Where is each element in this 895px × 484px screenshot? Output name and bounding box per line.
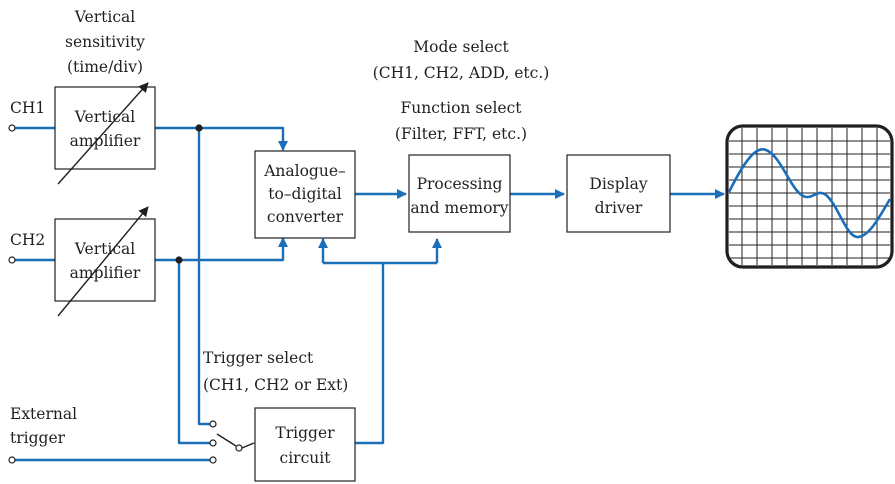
trigger-out-wire: [355, 263, 385, 445]
vertical-sensitivity-annotation: Vertical sensitivity (time/div): [65, 8, 145, 76]
display-driver-block: Display driver: [566, 154, 671, 233]
trigger-select-annotation: Trigger select (CH1, CH2 or Ext): [203, 349, 348, 394]
vertical-amplifier-2-label-line1: Vertical: [74, 240, 135, 258]
vertical-sensitivity-line1: Vertical: [74, 8, 135, 26]
ch1-terminal: [8, 124, 16, 132]
ch1-junction-dot: [195, 124, 203, 132]
adc-label-line2: to–digital: [268, 185, 342, 203]
vertical-sensitivity-line2: sensitivity: [65, 33, 145, 51]
display-driver-label-line1: Display: [589, 175, 647, 193]
ch2-to-adc-wire: [155, 237, 288, 262]
processing-memory-block: Processing and memory: [408, 154, 511, 233]
adc-label-line1: Analogue–: [263, 162, 346, 180]
vertical-amplifier-1-label-line1: Vertical: [74, 108, 135, 126]
signal-wires: [14, 126, 725, 462]
mode-select-line2: (CH1, CH2, ADD, etc.): [373, 64, 550, 82]
vertical-amplifier-2-label-line2: amplifier: [70, 264, 141, 282]
vertical-amplifier-1-block: Vertical amplifier: [54, 86, 156, 170]
oscilloscope-screen-icon: [725, 124, 894, 269]
ch1-to-adc-wire: [155, 126, 288, 151]
ch2-terminal: [8, 256, 16, 264]
trigger-circuit-label-line2: circuit: [280, 449, 332, 467]
processing-label-line1: Processing: [417, 175, 503, 193]
function-select-annotation: Function select (Filter, FFT, etc.): [395, 99, 527, 143]
display-driver-label-line2: driver: [595, 199, 643, 217]
trigger-select-line2: (CH1, CH2 or Ext): [203, 376, 348, 394]
trigger-selector-switch-icon: [209, 420, 255, 464]
external-trigger-label-line1: External: [10, 405, 77, 423]
screen-graticule: [729, 128, 890, 265]
adc-block: Analogue– to–digital converter: [254, 150, 356, 239]
ch1-label: CH1: [10, 99, 45, 117]
screen-waveform: [727, 148, 892, 239]
vertical-sensitivity-line3: (time/div): [67, 58, 143, 76]
adc-label-line3: converter: [267, 208, 344, 226]
function-select-line1: Function select: [401, 99, 523, 117]
trigger-circuit-label-line1: Trigger: [275, 424, 335, 442]
vertical-sensitivity-arrow-2-icon: [57, 206, 149, 317]
vertical-amplifier-1-label-line2: amplifier: [70, 132, 141, 150]
processing-label-line2: and memory: [410, 199, 508, 217]
ch2-junction-dot: [175, 256, 183, 264]
ch2-label: CH2: [10, 231, 45, 249]
trigger-circuit-block: Trigger circuit: [254, 407, 356, 482]
function-select-line2: (Filter, FFT, etc.): [395, 125, 527, 143]
external-trigger-terminal: [8, 456, 16, 464]
vertical-sensitivity-arrow-1-icon: [57, 82, 149, 185]
ch1-trigger-tap-wire: [197, 128, 211, 426]
ch2-trigger-tap-wire: [177, 260, 211, 445]
trigger-select-line1: Trigger select: [203, 349, 314, 367]
mode-select-annotation: Mode select (CH1, CH2, ADD, etc.): [373, 38, 550, 82]
external-trigger-label-line2: trigger: [10, 429, 66, 447]
mode-select-line1: Mode select: [413, 38, 509, 56]
